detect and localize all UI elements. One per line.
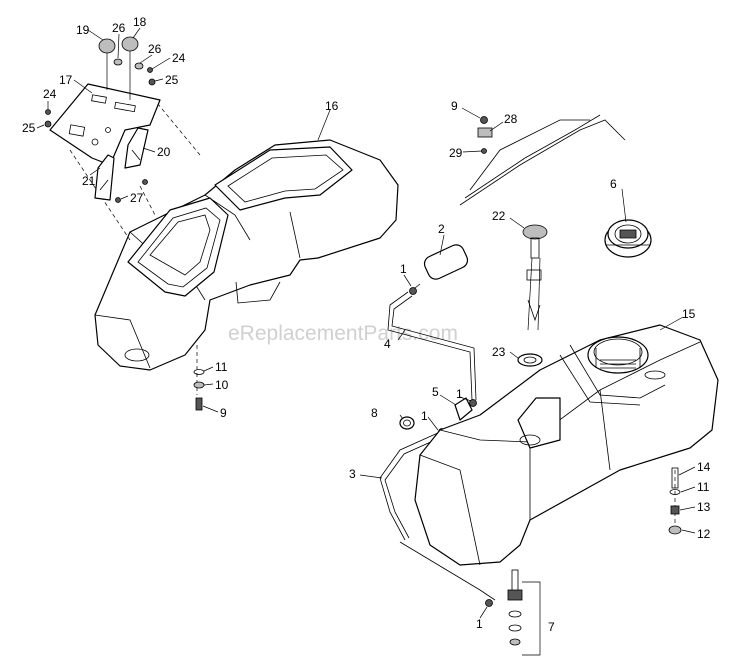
callout-6: 6 [610,177,617,191]
callout-24: 24 [43,87,57,101]
bolt-part-9b [480,116,488,124]
throttle-cable [459,114,626,206]
nut-part-27 [115,197,121,203]
grommet-part-8 [399,416,415,430]
screw-part-24a [147,67,153,73]
callout-26: 26 [112,21,126,35]
leader-lines [36,27,696,619]
callout-23: 23 [492,345,506,359]
knob-stem-part-26a [113,58,123,66]
callout-21: 21 [82,174,96,188]
callout-4: 4 [384,337,391,351]
callout-1: 1 [476,617,483,631]
gauge-grommet-part-23 [517,353,543,367]
knob-part-19 [98,38,116,90]
callout-20: 20 [157,145,171,159]
lever-bracket-part-21 [94,154,115,201]
callout-25: 25 [22,121,36,135]
fuel-filter-part-2 [409,244,469,293]
callout-1: 1 [421,409,428,423]
callout-12: 12 [697,527,711,541]
callout-7: 7 [548,620,555,634]
callout-11: 11 [215,360,228,374]
callout-28: 28 [504,112,518,126]
callout-5: 5 [432,385,439,399]
control-plate-part-17 [49,83,161,166]
callout-24: 24 [172,51,186,65]
callout-27: 27 [130,191,144,205]
callout-labels: 19 26 18 26 24 25 17 24 25 20 21 27 16 1… [22,15,711,634]
clamp-part-1b [469,399,477,407]
hardware-stack-under-cover [193,345,205,411]
callout-22: 22 [492,209,506,223]
callout-26: 26 [148,42,162,56]
callout-8: 8 [371,406,378,420]
callout-11: 11 [697,480,710,494]
clamp-part-1a [409,287,417,295]
callout-17: 17 [59,73,73,87]
knob-stem-part-26b [134,62,144,70]
nut-part-29 [481,148,487,154]
callout-19: 19 [76,23,90,37]
callout-9: 9 [220,406,227,420]
callout-16: 16 [325,99,339,113]
callout-2: 2 [438,222,445,236]
nut-part-25a [148,78,156,86]
console-cover-part-16 [94,139,399,371]
callout-18: 18 [133,15,147,29]
fuel-tank-part-15 [414,324,719,566]
callout-13: 13 [697,500,711,514]
fuel-gauge-part-22 [522,224,548,331]
callout-1: 1 [400,262,407,276]
screw-part-24b [45,109,51,115]
callout-3: 3 [349,467,356,481]
nut-part-25b [44,120,52,128]
callout-25: 25 [165,73,179,87]
watermark-text: eReplacementParts.com [228,322,458,345]
callout-29: 29 [449,146,463,160]
lever-bracket-part-20 [124,127,149,169]
tank-mount-hardware [668,467,682,535]
shutoff-valve-part-5 [454,397,473,421]
clamp-part-28 [477,127,493,138]
drain-fitting-part-7 [507,569,541,656]
callout-1: 1 [456,387,463,401]
callout-14: 14 [697,460,711,474]
callout-15: 15 [682,307,696,321]
fuel-line-part-4 [387,291,477,401]
fuel-cap-part-6 [604,219,652,258]
callout-9: 9 [451,99,458,113]
callout-10: 10 [215,378,229,392]
clamp-part-1d [485,599,493,607]
knob-part-18 [121,36,139,100]
